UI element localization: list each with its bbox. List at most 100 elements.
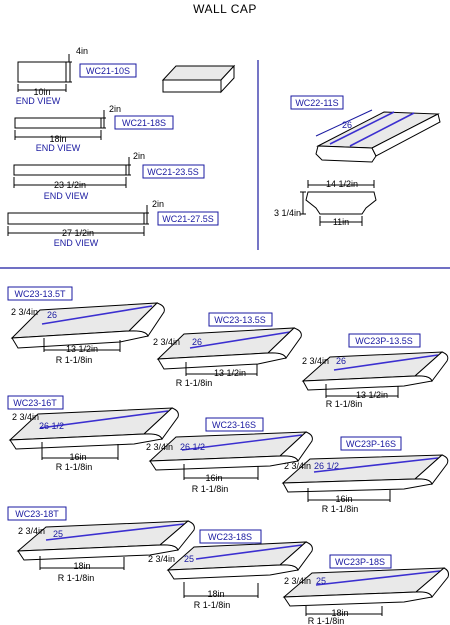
height-dimension: 2 3/4in <box>284 461 311 471</box>
cap-edge-line <box>39 410 169 429</box>
height-dimension: 2 3/4in <box>153 337 180 347</box>
width-dimension-line <box>185 362 258 376</box>
cap-wc23-18s: WC23-18S 2 3/4in 25 18in R 1-1/8in <box>148 529 313 610</box>
height-dimension-line <box>101 110 106 129</box>
radius-dimension: R 1-1/8in <box>194 600 231 610</box>
model-code-box <box>329 554 392 569</box>
cap-edge-line <box>313 457 439 473</box>
width-dimension-line <box>41 442 119 460</box>
cap-edge-line <box>45 523 185 541</box>
length-dimension: 25 <box>316 576 326 586</box>
width-dimension-line <box>39 556 125 570</box>
width-dimension: 18in <box>73 561 90 571</box>
length-dimension-line <box>315 109 373 137</box>
length-dimension: 25 <box>53 529 63 539</box>
end-view-wc21-23-5s: 2in 23 1/2in END VIEW WC21-23.5S <box>13 151 205 201</box>
cap-side-face <box>142 407 179 441</box>
cap-wc23p-18s: WC23P-18S 2 3/4in 25 18in R 1-1/8in <box>282 554 449 625</box>
cap-edge-line <box>315 570 441 586</box>
width-dimension: 13 1/2in <box>356 390 388 400</box>
model-code: WC23-13.5T <box>14 289 66 299</box>
model-code: WC23P-16S <box>346 439 396 449</box>
model-code-box <box>79 63 137 78</box>
cap-wc23-13-5t: WC23-13.5T 2 3/4in 26 13 1/2in R 1-1/8in <box>7 286 165 365</box>
cap-edge-line <box>181 434 303 451</box>
width-dimension-line <box>183 464 259 480</box>
model-code: WC23-18S <box>208 532 252 542</box>
molding-profile <box>305 191 377 215</box>
width-dimension: 13 1/2in <box>66 344 98 354</box>
width-dimension-line <box>14 130 102 140</box>
height-dimension: 2 3/4in <box>284 576 311 586</box>
radius-dimension: R 1-1/8in <box>308 616 345 625</box>
cap-side-face <box>278 431 313 463</box>
end-view-caption: END VIEW <box>16 96 61 106</box>
width-dimension: 10in <box>33 87 50 97</box>
end-view-profile <box>7 212 145 225</box>
cap-side-face <box>413 454 449 486</box>
wc21-10s-isometric <box>161 64 236 94</box>
height-dimension-line <box>300 191 306 215</box>
width-dimension: 16in <box>69 452 86 462</box>
model-code: WC21-10S <box>86 66 130 76</box>
molding-side-face <box>371 113 441 157</box>
width-dimension: 16in <box>335 494 352 504</box>
radius-dimension: R 1-1/8in <box>192 484 229 494</box>
cap-wc23-16t: WC23-16T 2 3/4in 26 1/2 16in R 1-1/8in <box>7 395 179 472</box>
cap-side-face <box>266 327 302 360</box>
end-view-profile <box>14 117 102 129</box>
model-code-box <box>7 506 67 521</box>
height-dimension: 2 3/4in <box>18 526 45 536</box>
width-dimension: 18in <box>207 589 224 599</box>
model-code-box <box>114 115 174 130</box>
radius-dimension: R 1-1/8in <box>58 573 95 583</box>
width-dimension-line <box>17 84 67 92</box>
block-front-face <box>162 79 222 93</box>
width-dimension: 13 1/2in <box>214 368 246 378</box>
model-code-box <box>348 333 421 348</box>
radius-dimension: R 1-1/8in <box>326 399 363 409</box>
cap-wc23p-13-5s: WC23P-13.5S 2 3/4in 26 13 1/2in R 1-1/8i… <box>301 333 449 409</box>
cap-edge-line <box>189 331 291 349</box>
length-dimension: 25 <box>184 554 194 564</box>
end-view-caption: END VIEW <box>36 143 81 153</box>
width-dimension-line <box>325 384 399 398</box>
top-width-dimension-line <box>307 180 375 188</box>
end-view-profile <box>13 164 127 176</box>
molding-edge-line <box>329 111 395 145</box>
radius-dimension: R 1-1/8in <box>56 355 93 365</box>
model-code-box <box>205 417 264 432</box>
length-dimension: 26 <box>47 310 57 320</box>
width-dimension-line <box>305 606 383 616</box>
width-dimension-line <box>7 226 145 236</box>
height-dimension-line <box>126 157 131 176</box>
length-dimension: 26 <box>342 120 352 130</box>
height-dimension-line <box>66 61 72 83</box>
model-code-box <box>142 164 205 179</box>
model-code: WC23-16S <box>212 420 256 430</box>
cap-edge-line <box>195 544 303 560</box>
end-view-caption: END VIEW <box>54 238 99 248</box>
model-code: WC23-16T <box>13 398 57 408</box>
width-dimension: 18in <box>331 608 348 618</box>
model-code-box <box>157 211 219 226</box>
wc22-11s: WC22-11S 26 14 1/2in 3 1/4in 11in <box>274 95 441 227</box>
width-dimension-line <box>43 338 121 352</box>
block-side-face <box>220 64 235 94</box>
length-dimension: 26 <box>336 356 346 366</box>
height-dimension: 4in <box>76 46 88 56</box>
width-dimension: 23 1/2in <box>54 180 86 190</box>
model-code-box <box>7 395 64 410</box>
model-code: WC23-13.5S <box>214 315 266 325</box>
bottom-width-dimension: 11in <box>333 217 349 227</box>
length-dimension: 26 <box>192 337 202 347</box>
height-dimension: 2in <box>133 151 145 161</box>
width-dimension-line <box>183 582 259 598</box>
page-title: WALL CAP <box>193 2 257 16</box>
cap-edge-line <box>333 354 439 371</box>
width-dimension-line <box>13 177 127 188</box>
radius-dimension: R 1-1/8in <box>176 378 213 388</box>
radius-dimension: R 1-1/8in <box>322 504 359 514</box>
height-dimension: 3 1/4in <box>274 208 301 218</box>
